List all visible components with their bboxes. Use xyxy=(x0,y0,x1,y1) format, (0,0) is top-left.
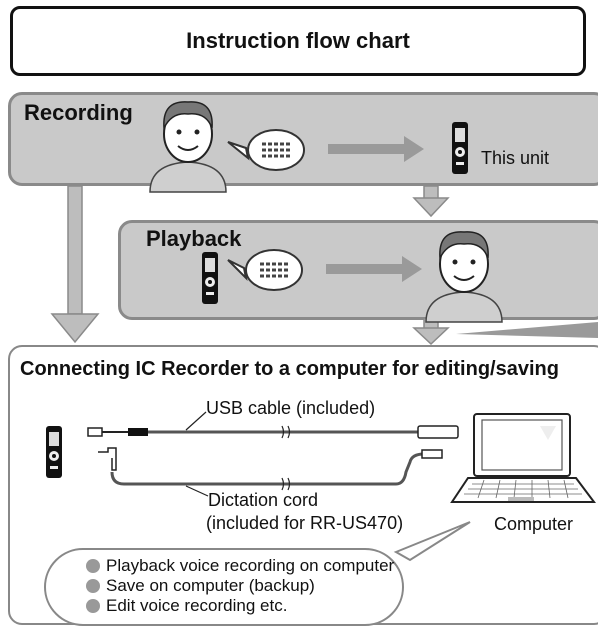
dictation-cord-icon xyxy=(98,447,443,497)
playback-label: Playback xyxy=(146,226,242,251)
list-item: Playback voice recording on computer xyxy=(86,556,394,576)
connecting-title: Connecting IC Recorder to a computer for… xyxy=(20,358,559,380)
recorder-device-icon xyxy=(452,122,468,174)
usb-cable-label: USB cable (included) xyxy=(206,398,376,418)
this-unit-label: This unit xyxy=(481,148,550,168)
features-bubble: Playback voice recording on computer Sav… xyxy=(44,548,404,626)
title-box: Instruction flow chart xyxy=(10,6,586,76)
recorder-device-icon xyxy=(202,252,218,304)
recorder-device-icon xyxy=(46,426,62,478)
recording-panel xyxy=(8,92,598,186)
dictation-cord-label: Dictation cord xyxy=(208,490,319,510)
arrow-right-icon xyxy=(328,136,424,162)
bullet-dot-icon xyxy=(86,579,100,593)
bullet-dot-icon xyxy=(86,559,100,573)
person-speaking-icon xyxy=(149,100,227,193)
page-title: Instruction flow chart xyxy=(186,28,410,53)
bullet-dot-icon xyxy=(86,599,100,613)
arrow-right-icon xyxy=(326,256,422,282)
dictation-cord-note: (included for RR-US470) xyxy=(206,513,404,533)
list-item: Save on computer (backup) xyxy=(86,576,394,596)
recording-label: Recording xyxy=(24,100,133,125)
list-item: Edit voice recording etc. xyxy=(86,596,394,616)
bubble-tail xyxy=(393,521,471,562)
computer-label: Computer xyxy=(494,514,574,534)
laptop-computer-icon xyxy=(450,413,596,503)
arrow-down-icon xyxy=(412,185,450,218)
arrow-down-icon xyxy=(50,185,100,344)
speech-bubble-icon xyxy=(227,248,304,292)
person-listening-icon xyxy=(425,230,503,323)
usb-cable-icon xyxy=(87,411,459,439)
arrow-wedge-icon xyxy=(456,322,598,338)
speech-bubble-icon xyxy=(227,128,306,172)
